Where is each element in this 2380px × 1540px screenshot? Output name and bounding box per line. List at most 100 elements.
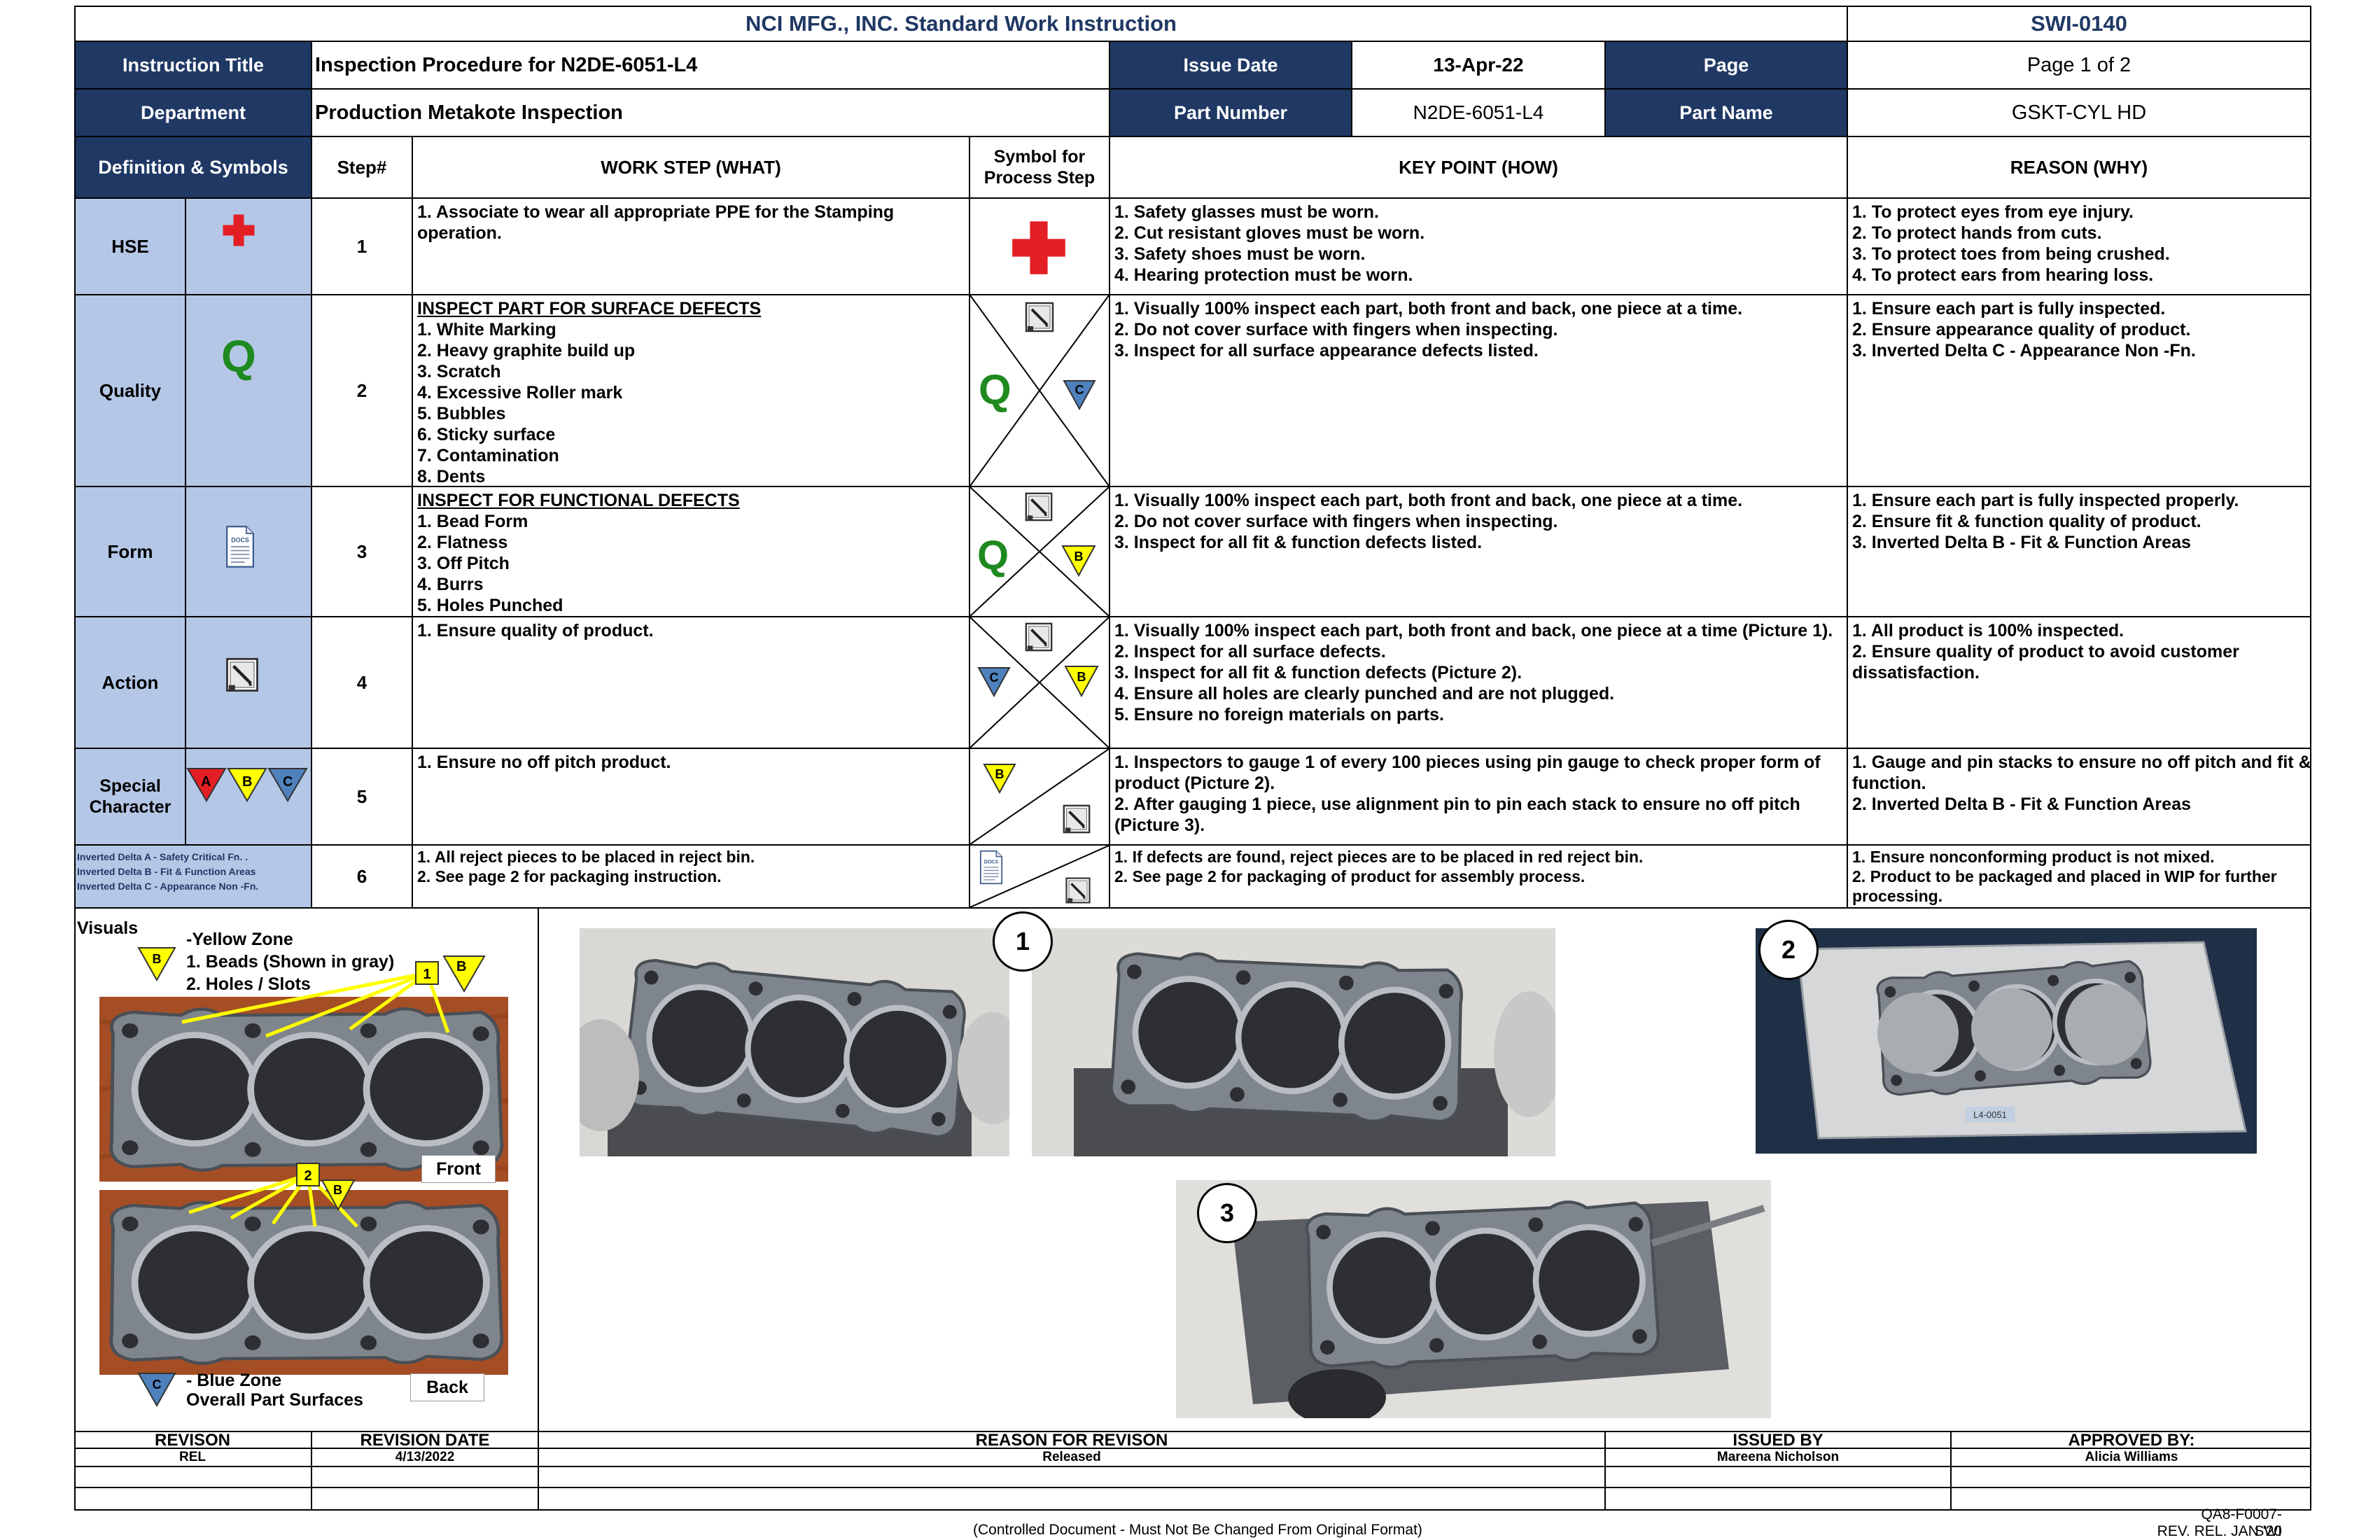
delta-c-label: C bbox=[283, 774, 293, 790]
def-action-label: Action bbox=[74, 616, 186, 749]
work-step-1: 1. Associate to wear all appropriate PPE… bbox=[412, 197, 970, 295]
picture-2: L4-0051 bbox=[1756, 928, 2257, 1154]
key-point-4: 1. Visually 100% inspect each part, both… bbox=[1109, 616, 1848, 749]
symbol-step-2: C Q bbox=[969, 294, 1110, 487]
instruction-title-label: Instruction Title bbox=[74, 41, 312, 90]
document-icon bbox=[224, 525, 256, 568]
part-number-label: Part Number bbox=[1109, 88, 1352, 137]
overall-surfaces-label: Overall Part Surfaces bbox=[186, 1390, 363, 1410]
document-icon bbox=[979, 850, 1004, 885]
issued-by-value: Mareena Nicholson bbox=[1716, 1450, 1840, 1464]
picture-3 bbox=[1176, 1180, 1771, 1418]
instruction-title: Inspection Procedure for N2DE-6051-L4 bbox=[311, 41, 1110, 90]
picture-2-number: 2 bbox=[1758, 920, 1819, 980]
symbol-step-1 bbox=[969, 197, 1110, 295]
work-step-4: 1. Ensure quality of product. bbox=[412, 616, 970, 749]
picture-1-number: 1 bbox=[993, 911, 1053, 972]
reason-1: 1. To protect eyes from eye injury.2. To… bbox=[1847, 197, 2311, 295]
revision-divider bbox=[74, 1448, 2311, 1449]
alignment-pin-image bbox=[1176, 1180, 1771, 1418]
step-number: 1 bbox=[311, 197, 413, 295]
svg-text:C: C bbox=[990, 671, 999, 685]
action-pencil-icon bbox=[1023, 301, 1056, 333]
svg-text:B: B bbox=[153, 952, 162, 966]
svg-text:B: B bbox=[1077, 670, 1086, 684]
def-hse-label: HSE bbox=[74, 197, 186, 295]
step-3-symbol-diagram: B bbox=[970, 487, 1109, 616]
blue-zone-delta-icon: C bbox=[137, 1373, 176, 1407]
def-special-line1: Special bbox=[99, 776, 161, 796]
svg-text:C: C bbox=[1075, 383, 1084, 397]
revision-col-divider bbox=[311, 1431, 312, 1511]
callout-arrows bbox=[181, 955, 486, 1228]
reason-header: REASON (WHY) bbox=[1847, 136, 2311, 199]
def-special-line2: Character bbox=[89, 797, 172, 817]
symbol-step-4: C B bbox=[969, 616, 1110, 749]
work-step-5: 1. Ensure no off pitch product. bbox=[412, 748, 970, 846]
def-legend: Inverted Delta A - Safety Critical Fn. .… bbox=[74, 844, 312, 909]
svg-text:B: B bbox=[995, 767, 1004, 781]
part-number: N2DE-6051-L4 bbox=[1351, 88, 1606, 137]
def-quality-symbol: Q bbox=[185, 294, 312, 487]
def-special-label: Special Character bbox=[74, 748, 186, 846]
symbol-header-line1: Symbol for bbox=[993, 147, 1086, 167]
blue-zone-label: - Blue Zone bbox=[186, 1371, 282, 1390]
issue-date-label: Issue Date bbox=[1109, 41, 1352, 90]
yellow-zone-delta-icon: B bbox=[137, 947, 176, 981]
symbol-step-6 bbox=[969, 844, 1110, 909]
revision-col-divider bbox=[1604, 1431, 1606, 1511]
quality-q-icon: Q bbox=[979, 366, 1011, 413]
gasket-inspection-image bbox=[580, 928, 1009, 1156]
action-pencil-icon bbox=[1061, 804, 1092, 834]
step-number: 2 bbox=[311, 294, 413, 487]
front-label: Front bbox=[421, 1155, 496, 1183]
controlled-document-note: (Controlled Document - Must Not Be Chang… bbox=[973, 1522, 1422, 1538]
revision-date-value: 4/13/2022 bbox=[395, 1450, 455, 1464]
picture-3-number: 3 bbox=[1197, 1183, 1257, 1243]
picture-1-left bbox=[580, 928, 1009, 1156]
visuals-title: Visuals bbox=[77, 918, 139, 938]
action-pencil-icon bbox=[1023, 622, 1054, 652]
form-number: QA8-F0007-SWI bbox=[2201, 1506, 2282, 1539]
symbol-step-5: B bbox=[969, 748, 1110, 846]
symbol-header-line2: Process Step bbox=[983, 168, 1096, 188]
step-number: 5 bbox=[311, 748, 413, 846]
revision-divider bbox=[74, 1487, 2311, 1488]
gasket-front-image bbox=[99, 997, 508, 1182]
key-point-3: 1. Visually 100% inspect each part, both… bbox=[1109, 486, 1848, 617]
svg-text:C: C bbox=[153, 1378, 162, 1392]
work-step-2: INSPECT PART FOR SURFACE DEFECTS 1. Whit… bbox=[412, 294, 970, 487]
work-step-header: WORK STEP (WHAT) bbox=[412, 136, 970, 199]
part-name-label: Part Name bbox=[1604, 88, 1848, 137]
work-step-3: INSPECT FOR FUNCTIONAL DEFECTS 1. Bead F… bbox=[412, 486, 970, 617]
company-title: NCI MFG., INC. Standard Work Instruction bbox=[74, 6, 1848, 42]
pin-gauge-fixture-image: L4-0051 bbox=[1756, 928, 2257, 1154]
picture-1-right bbox=[1032, 928, 1555, 1156]
first-aid-cross-icon bbox=[1009, 218, 1068, 277]
action-pencil-icon bbox=[1023, 491, 1054, 522]
reason-4: 1. All product is 100% inspected.2. Ensu… bbox=[1847, 616, 2311, 749]
step-number: 3 bbox=[311, 486, 413, 617]
symbol-header: Symbol for Process Step bbox=[969, 136, 1110, 199]
revision-col-divider bbox=[1950, 1431, 1952, 1511]
callout-2-label: 2 bbox=[304, 1168, 312, 1184]
revision-header: REVISON bbox=[154, 1431, 231, 1450]
def-quality-label: Quality bbox=[74, 294, 186, 487]
back-label: Back bbox=[410, 1373, 484, 1401]
issue-date: 13-Apr-22 bbox=[1351, 41, 1606, 90]
delta-symbols-icon bbox=[186, 768, 308, 802]
work-step-6: 1. All reject pieces to be placed in rej… bbox=[412, 844, 970, 909]
gasket-front-photo bbox=[99, 997, 508, 1182]
callout-delta-b: B bbox=[456, 959, 467, 974]
revision-date-header: REVISION DATE bbox=[360, 1431, 490, 1450]
delta-a-label: A bbox=[201, 774, 211, 790]
legend-line: Inverted Delta C - Appearance Non -Fn. bbox=[77, 881, 259, 892]
reason-6: 1. Ensure nonconforming product is not m… bbox=[1847, 844, 2311, 909]
revision-table bbox=[74, 1431, 2311, 1511]
revision-reason-value: Released bbox=[1042, 1450, 1101, 1464]
part-name: GSKT-CYL HD bbox=[1847, 88, 2311, 137]
definition-symbols-header: Definition & Symbols bbox=[74, 136, 312, 199]
reason-5: 1. Gauge and pin stacks to ensure no off… bbox=[1847, 748, 2311, 846]
revision-reason-header: REASON FOR REVISON bbox=[975, 1431, 1168, 1450]
callout-1-label: 1 bbox=[423, 966, 431, 982]
